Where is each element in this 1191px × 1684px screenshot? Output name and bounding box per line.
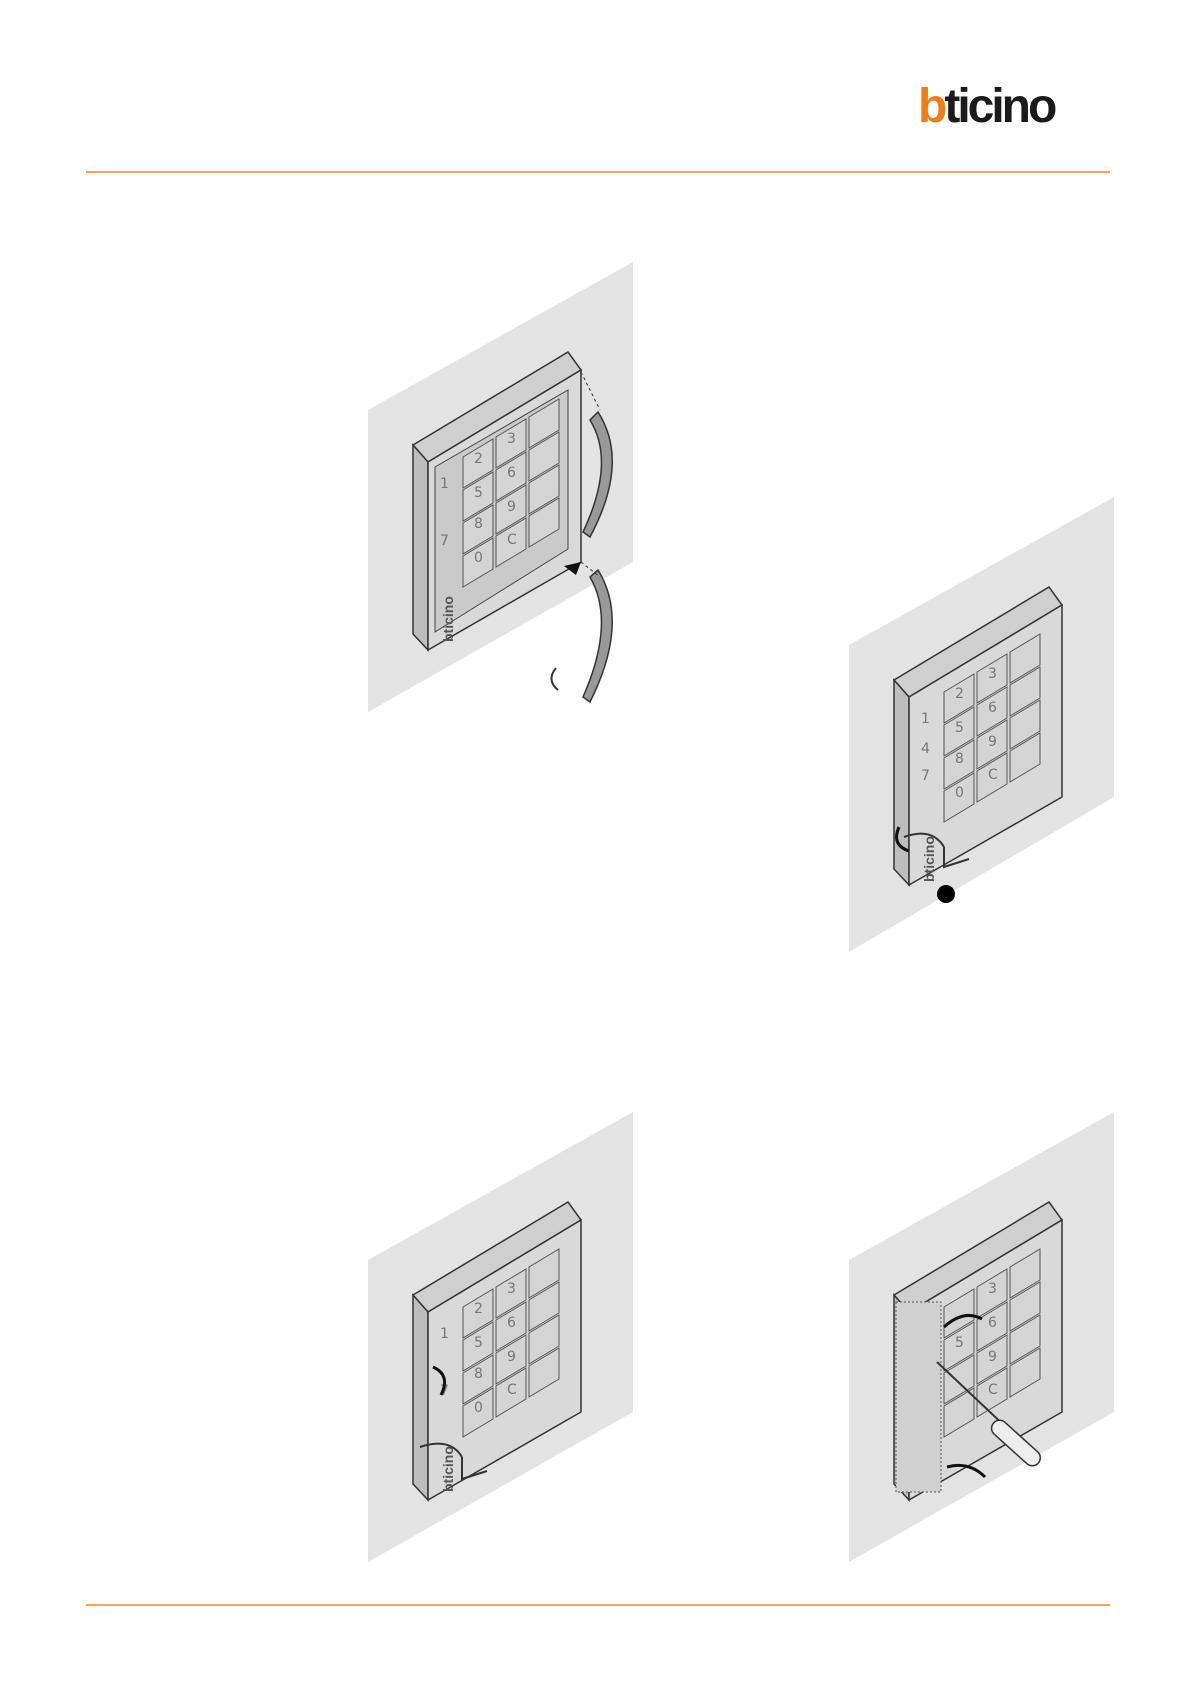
svg-text:bticino: bticino (918, 84, 1056, 128)
figure-screwdriver-release: 3 5 6 9 C (849, 1112, 1114, 1562)
key-c: C (507, 1382, 517, 1398)
key-4: 4 (921, 741, 930, 757)
figure-4-illustration: 3 5 6 9 C (849, 1112, 1114, 1562)
key-2: 2 (474, 1301, 483, 1317)
panel-brand: bticino (921, 836, 937, 882)
key-0: 0 (955, 785, 964, 801)
figure-remove-end-caps: 1 2 3 5 6 7 8 9 0 C bticino (368, 262, 633, 712)
key-6: 6 (507, 465, 516, 481)
key-5: 5 (955, 720, 964, 736)
bticino-logo: bticino (918, 84, 1110, 128)
key-9: 9 (988, 1349, 997, 1365)
key-3: 3 (507, 431, 516, 447)
header-rule (86, 171, 1110, 173)
key-7: 7 (440, 533, 449, 549)
key-3: 3 (507, 1281, 516, 1297)
key-6: 6 (988, 1315, 997, 1331)
key-9: 9 (507, 499, 516, 515)
key-8: 8 (474, 516, 483, 532)
key-1: 1 (440, 1326, 449, 1342)
key-c: C (507, 532, 517, 548)
key-c: C (988, 767, 998, 783)
key-5: 5 (474, 1335, 483, 1351)
key-2: 2 (474, 451, 483, 467)
figure-hex-key-unlock: 1 2 3 4 5 6 7 8 9 0 C bticino (849, 497, 1114, 952)
logo-letter-b: b (918, 84, 946, 128)
panel-brand: bticino (440, 1446, 456, 1492)
figure-1-illustration: 1 2 3 5 6 7 8 9 0 C bticino (368, 262, 633, 712)
key-0: 0 (474, 550, 483, 566)
figure-hex-key-lock: 1 2 3 5 6 7 8 9 0 C bticino (368, 1112, 633, 1562)
key-7: 7 (921, 768, 930, 784)
key-5: 5 (955, 1335, 964, 1351)
key-9: 9 (507, 1349, 516, 1365)
key-8: 8 (955, 751, 964, 767)
figure-3-illustration: 1 2 3 5 6 7 8 9 0 C bticino (368, 1112, 633, 1562)
key-8: 8 (474, 1366, 483, 1382)
key-1: 1 (440, 476, 449, 492)
step-dot (937, 885, 955, 903)
key-6: 6 (988, 700, 997, 716)
key-2: 2 (955, 686, 964, 702)
footer-rule (86, 1604, 1110, 1606)
key-5: 5 (474, 485, 483, 501)
rotate-arrow-icon (551, 668, 558, 690)
end-cap-bottom (583, 570, 612, 702)
panel-brand: bticino (440, 596, 456, 642)
figure-2-illustration: 1 2 3 4 5 6 7 8 9 0 C bticino (849, 497, 1114, 952)
key-1: 1 (921, 711, 930, 727)
key-c: C (988, 1382, 998, 1398)
key-9: 9 (988, 734, 997, 750)
key-3: 3 (988, 1281, 997, 1297)
key-0: 0 (474, 1400, 483, 1416)
logo-letters-rest: ticino (944, 84, 1056, 128)
key-6: 6 (507, 1315, 516, 1331)
key-3: 3 (988, 666, 997, 682)
